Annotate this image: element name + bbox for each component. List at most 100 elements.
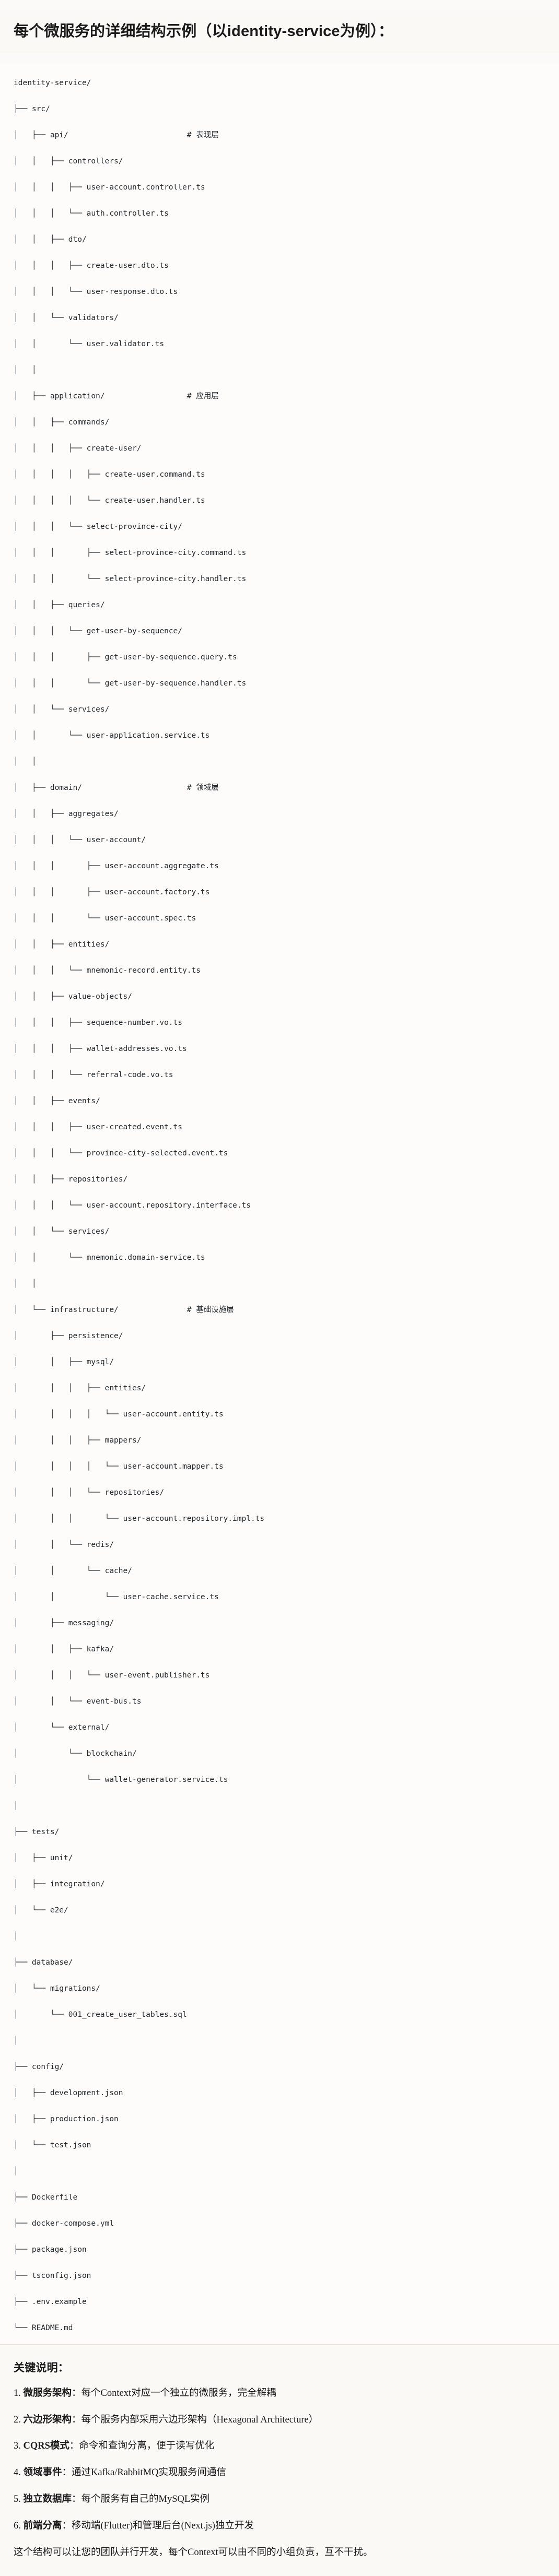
document-page: 每个微服务的详细结构示例（以identity-service为例）： ident… (0, 10, 559, 2576)
tree-line: │ │ └── user-application.service.ts (14, 731, 210, 740)
tree-line: │ │ │ │ └── create-user.handler.ts (14, 496, 205, 505)
tree-line-comment: # 基础设施层 (187, 1305, 234, 1314)
tree-line: │ │ │ └── user-account.spec.ts (14, 914, 196, 923)
key-note-text: ：通过Kafka/RabbitMQ实现服务间通信 (62, 2467, 226, 2478)
tree-line: │ │ │ ├── get-user-by-sequence.query.ts (14, 653, 237, 661)
tree-line: │ │ │ ├── mappers/ (14, 1436, 142, 1445)
key-note-item: 独立数据库：每个服务有自己的MySQL实例 (14, 2492, 545, 2507)
tree-line: │ │ │ └── user-account/ (14, 835, 146, 844)
key-note-text: ：每个Context对应一个独立的微服务，完全解耦 (72, 2388, 276, 2398)
tree-line: │ │ ├── repositories/ (14, 1175, 128, 1184)
key-note-text: ：每个服务内部采用六边形架构（Hexagonal Architecture） (72, 2414, 319, 2425)
tree-line: │ │ (14, 757, 37, 766)
key-note-item: 六边形架构：每个服务内部采用六边形架构（Hexagonal Architectu… (14, 2413, 545, 2428)
tree-line: │ │ ├── entities/ (14, 940, 110, 949)
tree-line: ├── package.json (14, 2245, 87, 2254)
tree-line: │ ├── messaging/ (14, 1618, 114, 1627)
tree-line: │ │ │ └── mnemonic-record.entity.ts (14, 966, 201, 975)
tree-line: │ │ └── user.validator.ts (14, 339, 165, 348)
tree-line: │ │ │ └── select-province-city/ (14, 522, 183, 531)
tree-line: │ │ ├── controllers/ (14, 157, 123, 166)
key-note-item: 前端分离：移动端(Flutter)和管理后台(Next.js)独立开发 (14, 2519, 545, 2534)
tree-line: ├── src/ (14, 104, 50, 113)
tree-line: │ │ │ └── select-province-city.handler.t… (14, 574, 247, 583)
tree-line: │ │ ├── aggregates/ (14, 809, 119, 818)
tree-line: │ ├── unit/ (14, 1853, 73, 1862)
tree-line: │ │ ├── commands/ (14, 418, 110, 427)
tree-line: │ │ └── user-cache.service.ts (14, 1592, 219, 1601)
tree-line: │ (14, 2036, 18, 2045)
tree-line: │ │ │ └── get-user-by-sequence.handler.t… (14, 679, 247, 688)
tree-line-comment: # 领域层 (187, 783, 219, 792)
tree-line: │ │ │ └── province-city-selected.event.t… (14, 1149, 228, 1157)
tree-line: │ └── wallet-generator.service.ts (14, 1775, 228, 1784)
tree-line: │ │ │ ├── sequence-number.vo.ts (14, 1018, 183, 1027)
tree-line: │ └── e2e/ (14, 1906, 68, 1915)
tree-line: │ │ │ │ └── user-account.mapper.ts (14, 1462, 224, 1471)
tree-line: │ │ │ ├── select-province-city.command.t… (14, 548, 247, 557)
tree-line: │ │ │ ├── user-account.factory.ts (14, 888, 210, 896)
tree-line: │ │ │ │ ├── create-user.command.ts (14, 470, 205, 479)
directory-tree: identity-service/ ├── src/ │ ├── api/ # … (14, 77, 545, 2335)
directory-tree-block: identity-service/ ├── src/ │ ├── api/ # … (0, 63, 559, 2344)
tree-line: │ │ │ │ └── user-account.entity.ts (14, 1410, 224, 1419)
tree-line: │ │ (14, 1279, 37, 1288)
tree-line: ├── Dockerfile (14, 2193, 78, 2202)
tree-line: │ │ │ └── referral-code.vo.ts (14, 1070, 173, 1079)
tree-line-comment: # 应用层 (187, 392, 219, 400)
tree-line: │ │ │ ├── entities/ (14, 1384, 146, 1392)
tree-line: │ │ ├── mysql/ (14, 1357, 114, 1366)
tree-line: │ ├── production.json (14, 2114, 119, 2123)
tree-line: │ ├── integration/ (14, 1880, 105, 1888)
key-note-term: 独立数据库 (23, 2494, 72, 2504)
tree-line: │ │ │ └── get-user-by-sequence/ (14, 627, 183, 635)
tree-line: └── README.md (14, 2323, 73, 2332)
key-note-item: 微服务架构：每个Context对应一个独立的微服务，完全解耦 (14, 2386, 545, 2401)
tree-line: │ │ └── mnemonic.domain-service.ts (14, 1253, 205, 1262)
tree-line: │ │ └── services/ (14, 705, 110, 714)
tree-line: ├── .env.example (14, 2297, 87, 2306)
tree-line: │ │ │ ├── create-user.dto.ts (14, 261, 169, 270)
tree-line: │ └── migrations/ (14, 1984, 100, 1993)
tree-line: │ │ ├── queries/ (14, 600, 105, 609)
tree-line: │ │ │ └── user-account.repository.impl.t… (14, 1514, 265, 1523)
tree-line: │ │ ├── dto/ (14, 235, 87, 244)
key-notes-list: 微服务架构：每个Context对应一个独立的微服务，完全解耦六边形架构：每个服务… (14, 2386, 545, 2534)
tree-line: │ │ └── validators/ (14, 313, 119, 322)
tree-line: │ └── external/ (14, 1723, 110, 1732)
tree-line: │ ├── development.json (14, 2088, 123, 2097)
tree-line: │ │ │ └── auth.controller.ts (14, 209, 169, 218)
key-note-text: ：命令和查询分离，便于读写优化 (69, 2441, 215, 2452)
tree-line: │ │ ├── value-objects/ (14, 992, 132, 1001)
tree-line: │ │ │ ├── wallet-addresses.vo.ts (14, 1044, 187, 1053)
tree-line: │ │ └── event-bus.ts (14, 1697, 142, 1706)
tree-line: │ │ └── services/ (14, 1227, 110, 1236)
tree-line: │ │ │ ├── create-user/ (14, 444, 142, 453)
key-note-text: ：每个服务有自己的MySQL实例 (72, 2494, 210, 2504)
key-note-term: 领域事件 (23, 2467, 62, 2478)
tree-line: ├── database/ (14, 1958, 73, 1967)
tree-line: │ └── 001_create_user_tables.sql (14, 2010, 187, 2019)
tree-line: │ └── test.json (14, 2141, 91, 2149)
key-note-item: CQRS模式：命令和查询分离，便于读写优化 (14, 2439, 545, 2454)
tree-line: ├── docker-compose.yml (14, 2219, 114, 2228)
tree-line: ├── config/ (14, 2062, 64, 2071)
tree-line: │ │ ├── events/ (14, 1096, 100, 1105)
tree-line: │ (14, 1932, 18, 1941)
key-note-term: 前端分离 (23, 2520, 62, 2531)
tree-line: │ │ (14, 365, 37, 374)
page-title: 每个微服务的详细结构示例（以identity-service为例）： (0, 10, 559, 53)
key-notes-section: 关键说明： 微服务架构：每个Context对应一个独立的微服务，完全解耦六边形架… (0, 2344, 559, 2576)
tree-line: │ ├── api/ # 表现层 (14, 131, 219, 139)
tree-line: │ │ └── redis/ (14, 1540, 114, 1549)
tree-line: │ (14, 1801, 18, 1810)
tree-line: │ │ │ └── repositories/ (14, 1488, 165, 1497)
key-note-term: CQRS模式 (23, 2441, 69, 2452)
key-note-term: 六边形架构 (23, 2414, 72, 2425)
tree-line-comment: # 表现层 (187, 131, 219, 139)
tree-line: │ │ │ ├── user-account.aggregate.ts (14, 861, 219, 870)
tree-line: │ ├── domain/ # 领域层 (14, 783, 219, 792)
tree-line: identity-service/ (14, 78, 91, 87)
tree-line: │ └── blockchain/ (14, 1749, 137, 1758)
tree-line: │ │ ├── kafka/ (14, 1645, 114, 1653)
